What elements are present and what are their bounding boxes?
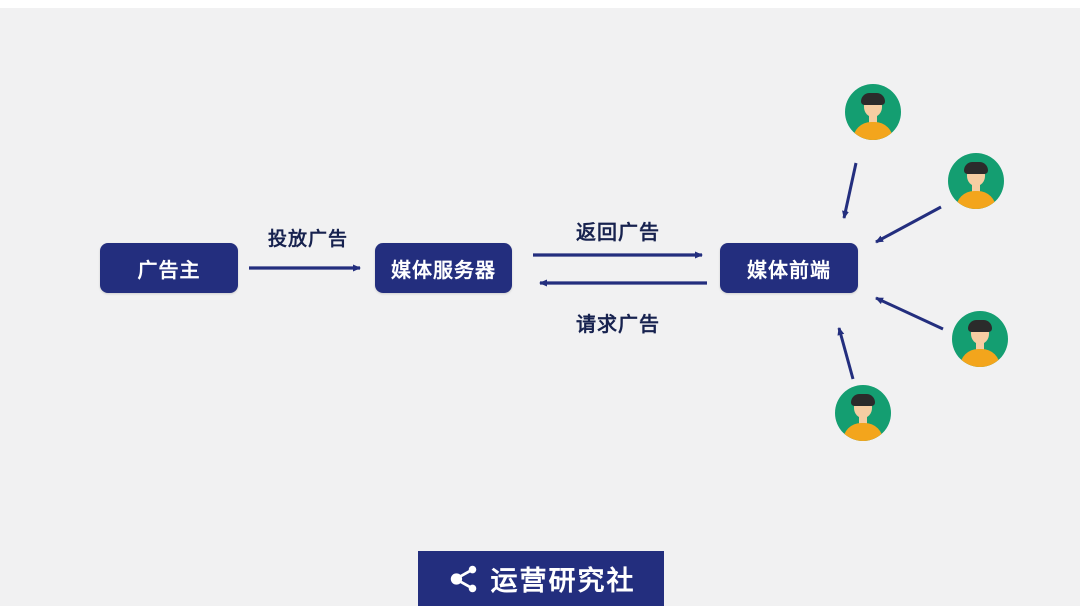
user-avatar [948, 153, 1004, 209]
avatar-neck [869, 115, 877, 125]
media-frontend-label: 媒体前端 [747, 259, 831, 282]
media-server-node: 媒体服务器 [375, 243, 512, 293]
diagram-canvas: 广告主 媒体服务器 媒体前端 投放广告 返回广告 请求广告 [0, 8, 1080, 606]
brand-footer: 运营研究社 [418, 551, 664, 606]
media-frontend-node: 媒体前端 [720, 243, 858, 293]
media-server-label: 媒体服务器 [391, 259, 496, 282]
advertiser-node: 广告主 [100, 243, 238, 293]
avatar-shirt [960, 349, 1000, 367]
avatar-shirt [843, 423, 883, 441]
dots-network-icon [450, 565, 476, 592]
avatar-neck [976, 342, 984, 352]
avatar-hair [851, 394, 875, 406]
user-avatar [952, 311, 1008, 367]
avatar-hair [861, 93, 885, 105]
avatar-shirt [853, 122, 893, 140]
avatar-hair [968, 320, 992, 332]
advertiser-label: 广告主 [137, 259, 201, 282]
avatar-shirt [956, 191, 996, 209]
avatar-neck [972, 184, 980, 194]
brand-name: 运营研究社 [490, 566, 636, 596]
user-avatar [835, 385, 891, 441]
avatar-neck [859, 416, 867, 426]
place-ads-label: 投放广告 [267, 229, 348, 250]
avatar-hair [964, 162, 988, 174]
request-ads-label: 请求广告 [576, 314, 660, 336]
user-avatar [845, 84, 901, 140]
flow-arrows [249, 162, 944, 380]
return-ads-label: 返回广告 [576, 222, 660, 244]
